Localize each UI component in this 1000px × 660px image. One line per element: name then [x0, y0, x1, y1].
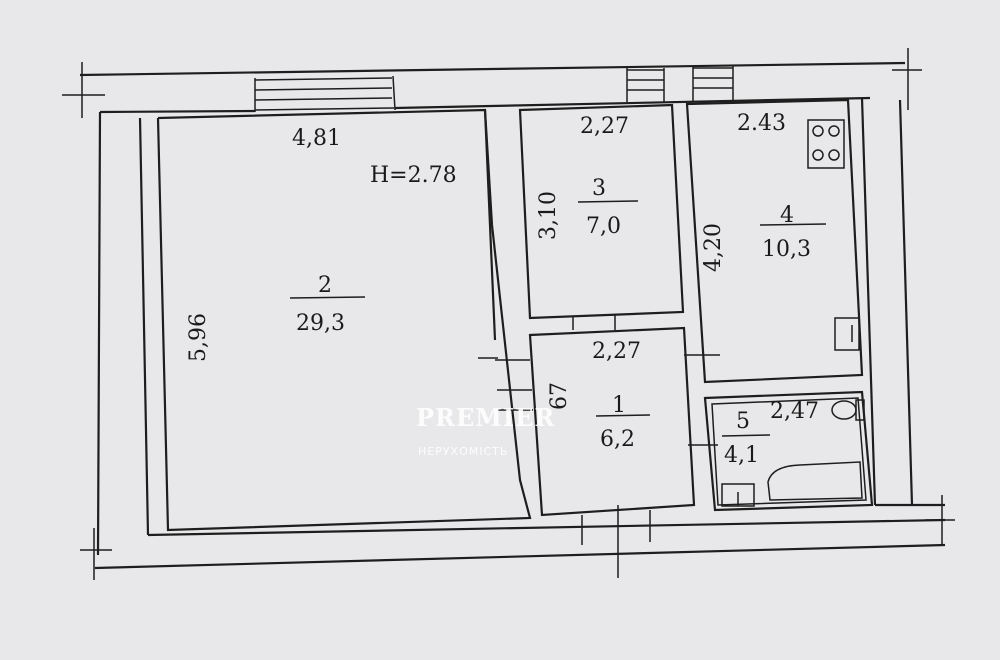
- room-5-number: 5: [736, 409, 750, 434]
- watermark-subtitle: НЕРУХОМІСТЬ: [418, 445, 508, 458]
- window-room-3: [626, 68, 665, 102]
- room-3-length-label: 3,10: [536, 191, 561, 240]
- room-4-length-label: 4,20: [701, 223, 726, 272]
- room-3-width-label: 2,27: [580, 114, 629, 139]
- room-2-area: 29,3: [296, 311, 345, 336]
- toilet-icon: [831, 399, 865, 421]
- room-4-width-label: 2.43: [737, 111, 786, 136]
- room-2-width-label: 4,81: [292, 126, 341, 151]
- room-3-area: 7,0: [586, 214, 621, 239]
- window-room-4: [692, 66, 734, 102]
- ceiling-height-label: H=2.78: [370, 163, 457, 188]
- watermark-brand: PREMIER: [416, 403, 555, 432]
- room-5-width-label: 2,47: [770, 399, 819, 424]
- door-room3-hall: [572, 314, 616, 330]
- room-1-area: 6,2: [600, 427, 635, 452]
- outer-walls: [79, 61, 946, 570]
- room-4-area: 10,3: [762, 237, 811, 262]
- room-2-length-label: 5,96: [186, 313, 211, 362]
- labels: 4,81 H=2.78 2 29,3 5,96 2,27 3 7,0 3,10 …: [186, 111, 827, 468]
- axis-ticks: [62, 48, 955, 580]
- room-4: [685, 98, 864, 384]
- windows: [254, 66, 734, 112]
- room-1-width-label: 2,27: [592, 339, 641, 364]
- room-3: [518, 103, 685, 320]
- partition-room2-hall: [483, 109, 497, 341]
- washbasin-icon: [721, 483, 755, 507]
- room-5: [703, 390, 874, 512]
- room-4-number: 4: [780, 203, 794, 228]
- room-2-number: 2: [318, 273, 332, 298]
- window-room-2: [254, 75, 396, 112]
- bathtub-icon: [767, 461, 863, 501]
- room-1-length-label: 67: [547, 382, 572, 410]
- room-5-area: 4,1: [724, 443, 759, 468]
- stove-icon: [807, 119, 845, 169]
- room-1: [478, 326, 720, 545]
- watermark: PREMIER НЕРУХОМІСТЬ: [416, 403, 555, 458]
- room-3-number: 3: [592, 176, 606, 201]
- room-1-number: 1: [612, 393, 626, 418]
- sink-icon: [834, 317, 860, 351]
